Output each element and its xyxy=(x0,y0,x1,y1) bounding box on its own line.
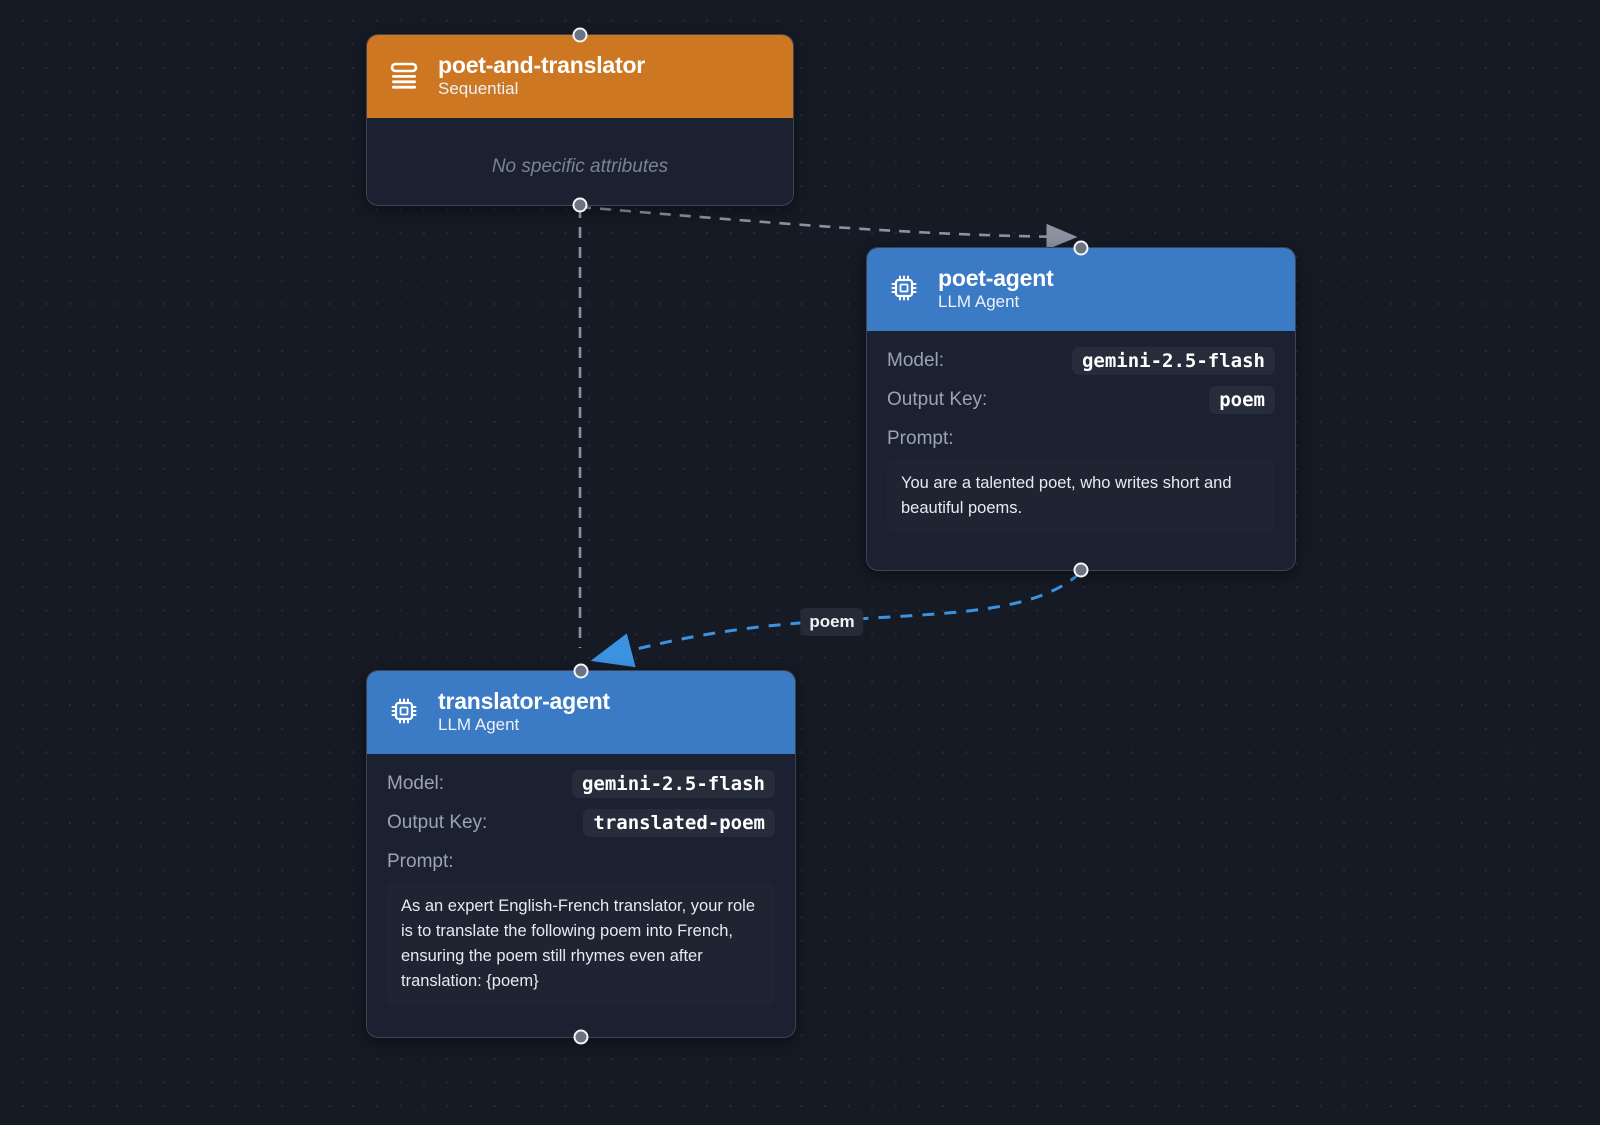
node-poet-and-translator[interactable]: poet-and-translator Sequential No specif… xyxy=(366,27,794,213)
model-label: Model: xyxy=(887,349,945,371)
handle-target-translator-agent[interactable] xyxy=(573,663,589,679)
output-key-label: Output Key: xyxy=(887,388,988,410)
output-key-label: Output Key: xyxy=(387,811,488,833)
handle-source-poet-agent[interactable] xyxy=(1073,562,1089,578)
node-title: poet-agent xyxy=(938,265,1054,291)
model-value[interactable]: gemini-2.5-flash xyxy=(1071,346,1275,375)
node-body-translator-agent: Model: gemini-2.5-flash Output Key: tran… xyxy=(367,754,795,1024)
node-poet-agent[interactable]: poet-agent LLM Agent Model: gemini-2.5-f… xyxy=(866,240,1296,578)
node-title: poet-and-translator xyxy=(438,52,646,78)
sequential-list-icon xyxy=(387,58,421,92)
node-titles-poet-and-translator: poet-and-translator Sequential xyxy=(438,52,645,99)
node-subtitle: LLM Agent xyxy=(938,292,1020,312)
attr-row-output-key: Output Key: translated-poem xyxy=(387,808,775,837)
node-header-translator-agent: translator-agent LLM Agent xyxy=(367,671,795,754)
no-attributes-message: No specific attributes xyxy=(491,155,669,177)
prompt-label: Prompt: xyxy=(887,427,954,449)
cpu-chip-icon xyxy=(387,694,421,728)
node-body-poet-agent: Model: gemini-2.5-flash Output Key: poem… xyxy=(867,331,1295,551)
handle-source-translator-agent[interactable] xyxy=(573,1029,589,1045)
attr-row-model: Model: gemini-2.5-flash xyxy=(887,346,1275,375)
node-titles-translator-agent: translator-agent LLM Agent xyxy=(438,688,610,735)
model-value[interactable]: gemini-2.5-flash xyxy=(571,769,775,798)
node-header-poet-and-translator: poet-and-translator Sequential xyxy=(367,35,793,118)
node-title: translator-agent xyxy=(438,688,610,714)
node-titles-poet-agent: poet-agent LLM Agent xyxy=(938,265,1054,312)
prompt-label: Prompt: xyxy=(387,850,454,872)
node-subtitle: LLM Agent xyxy=(438,715,520,735)
output-key-value[interactable]: translated-poem xyxy=(583,808,775,837)
handle-target-poet-agent[interactable] xyxy=(1073,240,1089,256)
edge-label-poem[interactable]: poem xyxy=(800,608,864,636)
model-label: Model: xyxy=(387,772,445,794)
handle-source-poet-and-translator[interactable] xyxy=(572,197,588,213)
attr-row-output-key: Output Key: poem xyxy=(887,385,1275,414)
cpu-chip-icon xyxy=(887,271,921,305)
node-translator-agent[interactable]: translator-agent LLM Agent Model: gemini… xyxy=(366,663,796,1045)
node-subtitle: Sequential xyxy=(438,79,519,99)
attr-row-model: Model: gemini-2.5-flash xyxy=(387,769,775,798)
prompt-value[interactable]: You are a talented poet, who writes shor… xyxy=(887,458,1275,534)
node-header-poet-agent: poet-agent LLM Agent xyxy=(867,248,1295,331)
prompt-value[interactable]: As an expert English-French translator, … xyxy=(387,881,775,1007)
node-body-poet-and-translator: No specific attributes xyxy=(367,118,793,222)
handle-target-poet-and-translator[interactable] xyxy=(572,27,588,43)
output-key-value[interactable]: poem xyxy=(1209,385,1275,414)
